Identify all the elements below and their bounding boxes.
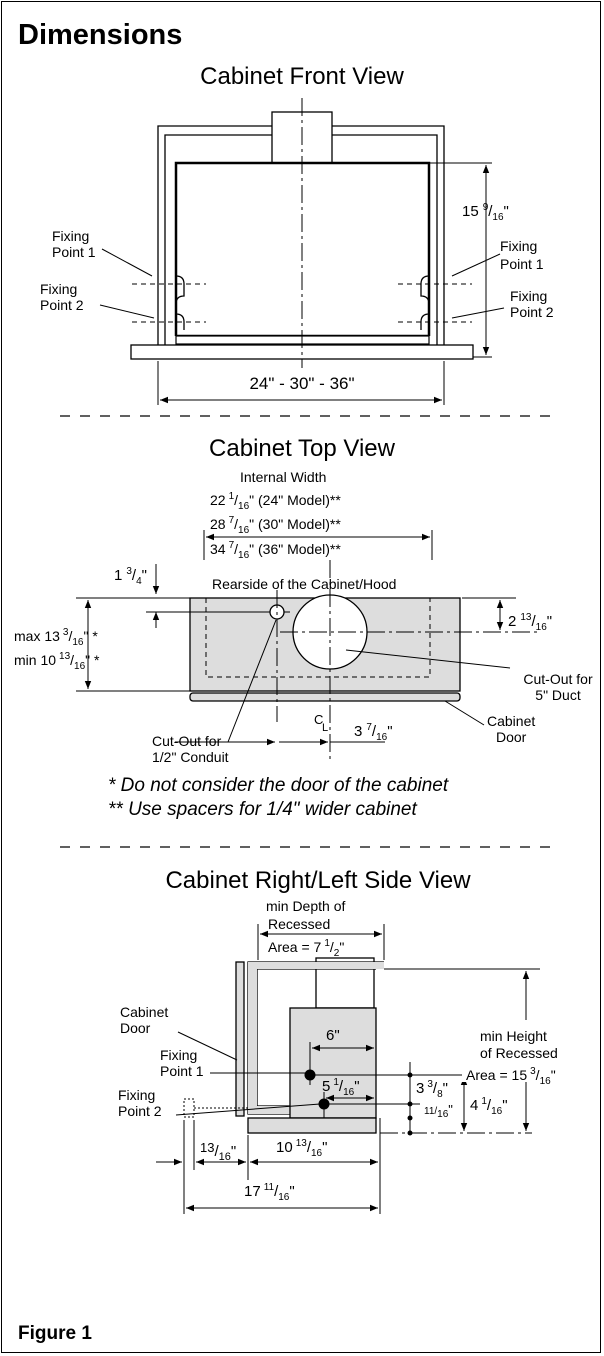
top-door-leader <box>444 700 485 726</box>
side-spacer-top <box>183 1098 195 1118</box>
internal-width-label: Internal Width <box>240 469 326 485</box>
front-fix2-leader-left <box>99 304 155 319</box>
front-notch-left <box>175 275 185 330</box>
dim-13-value: 13/16" <box>200 1140 236 1163</box>
centerline-symbol-l: L <box>322 722 328 734</box>
side-hood-body <box>289 1007 377 1119</box>
page-title: Dimensions <box>18 19 182 51</box>
side-view: Cabinet Right/Left Side View min Depth o… <box>118 867 600 1214</box>
top-internal-outline <box>205 598 431 678</box>
top-view-heading: Cabinet Top View <box>209 435 396 462</box>
centerline-symbol-c: C <box>314 712 323 727</box>
dim-3-dot-low <box>407 1115 413 1121</box>
front-fix1-leader-right <box>451 253 501 277</box>
side-view-heading: Cabinet Right/Left Side View <box>165 867 471 894</box>
top-cabinet-door <box>189 692 461 702</box>
side-fix2-leader <box>175 1103 321 1116</box>
dim-11-value: 11/16" <box>424 1102 453 1120</box>
front-fix2-leader-right <box>451 307 505 319</box>
dim-3-dot-top <box>407 1072 413 1078</box>
note-door: * Do not consider the door of the cabine… <box>108 775 449 796</box>
front-notch-right <box>420 275 430 330</box>
front-fix1-leader-left <box>101 248 153 277</box>
figure-label: Figure 1 <box>18 1323 92 1344</box>
dim-3-dot-mid <box>407 1101 413 1107</box>
side-bottom-board <box>247 1117 377 1134</box>
note-spacers: ** Use spacers for 1/4" wider cabinet <box>108 799 417 820</box>
dim-3-dot-bottom <box>407 1130 413 1136</box>
front-inner-frame <box>164 134 438 345</box>
side-cabinet-door <box>235 961 245 1117</box>
front-view-heading: Cabinet Front View <box>200 63 404 90</box>
rearside-label: Rearside of the Cabinet/Hood <box>212 576 396 592</box>
dim-6-value: 6" <box>326 1027 340 1044</box>
front-width-value: 24" - 30" - 36" <box>249 374 354 393</box>
conduit-leader <box>227 619 277 743</box>
min-height-label-bg <box>462 1020 600 1082</box>
side-door-leader <box>177 1031 238 1061</box>
duct-leader <box>345 649 511 669</box>
